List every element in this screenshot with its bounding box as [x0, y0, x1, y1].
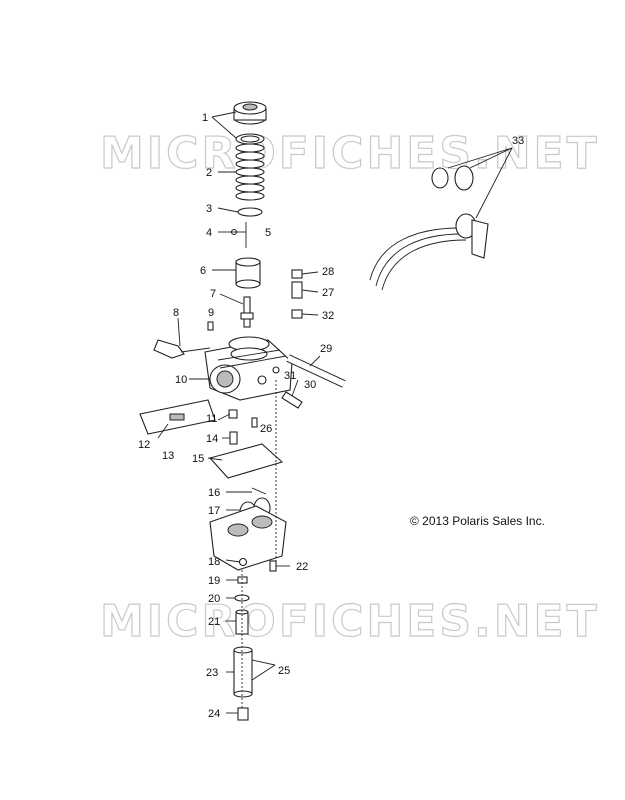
callout-33: 33: [512, 135, 524, 147]
callout-10: 10: [175, 374, 187, 386]
part-16-pin: [251, 487, 267, 495]
part-3-retainer: [237, 207, 263, 217]
copyright-notice: © 2013 Polaris Sales Inc.: [410, 514, 545, 528]
float-bowl: [209, 505, 287, 571]
part-32-cap: [291, 309, 303, 319]
part-11-jet: [228, 409, 238, 419]
callout-25: 25: [278, 665, 290, 677]
part-33-throttle-assembly: [369, 165, 489, 291]
callout-19: 19: [208, 575, 220, 587]
callout-30: 30: [304, 379, 316, 391]
part-8-choke-plunger: [153, 339, 211, 359]
part-29-hose-inner: [286, 355, 346, 387]
part-9-jet: [207, 321, 214, 331]
callout-16: 16: [208, 487, 220, 499]
watermark-top: MICROFICHES.NET: [100, 128, 600, 179]
callout-15: 15: [192, 453, 204, 465]
callout-7: 7: [210, 288, 216, 300]
callout-24: 24: [208, 708, 220, 720]
callout-26: 26: [260, 423, 272, 435]
part-23-tube: [233, 646, 253, 698]
callout-5: 5: [265, 227, 271, 239]
part-19-plug: [237, 576, 248, 584]
callout-9: 9: [208, 307, 214, 319]
callout-21: 21: [208, 616, 220, 628]
part-15-gasket: [208, 443, 284, 479]
callout-8: 8: [173, 307, 179, 319]
callout-13: 13: [162, 450, 174, 462]
callout-2: 2: [206, 167, 212, 179]
part-30-screw: [281, 391, 303, 409]
part-13-tab: [169, 413, 185, 421]
callout-6: 6: [200, 265, 206, 277]
part-1-top-cap: [233, 101, 267, 145]
callout-4: 4: [206, 227, 212, 239]
part-18-drain-screw: [238, 557, 248, 567]
callout-17: 17: [208, 505, 220, 517]
part-10-carburetor-body: [204, 336, 293, 401]
leader-lines: [157, 111, 513, 714]
part-14-nozzle: [229, 431, 238, 445]
part-26-screw: [251, 417, 258, 428]
callout-29: 29: [320, 343, 332, 355]
callout-3: 3: [206, 203, 212, 215]
part-27-spring: [291, 281, 303, 299]
part-7-screw: [240, 296, 254, 328]
callout-27: 27: [322, 287, 334, 299]
callout-23: 23: [206, 667, 218, 679]
callout-31: 31: [284, 370, 296, 382]
callout-14: 14: [206, 433, 218, 445]
part-24-fitting: [237, 707, 249, 721]
callout-11: 11: [206, 413, 217, 425]
part-6-throttle-slide: [235, 257, 261, 289]
callout-32: 32: [322, 310, 334, 322]
callout-22: 22: [296, 561, 308, 573]
callout-28: 28: [322, 266, 334, 278]
callout-18: 18: [208, 556, 220, 568]
part-28-fitting: [291, 269, 303, 279]
part-22-screw: [269, 560, 277, 572]
callout-1: 1: [202, 112, 208, 124]
part-12-insulator: [139, 399, 216, 435]
callout-20: 20: [208, 593, 220, 605]
callout-12: 12: [138, 439, 150, 451]
watermark-bottom: MICROFICHES.NET: [100, 596, 600, 647]
